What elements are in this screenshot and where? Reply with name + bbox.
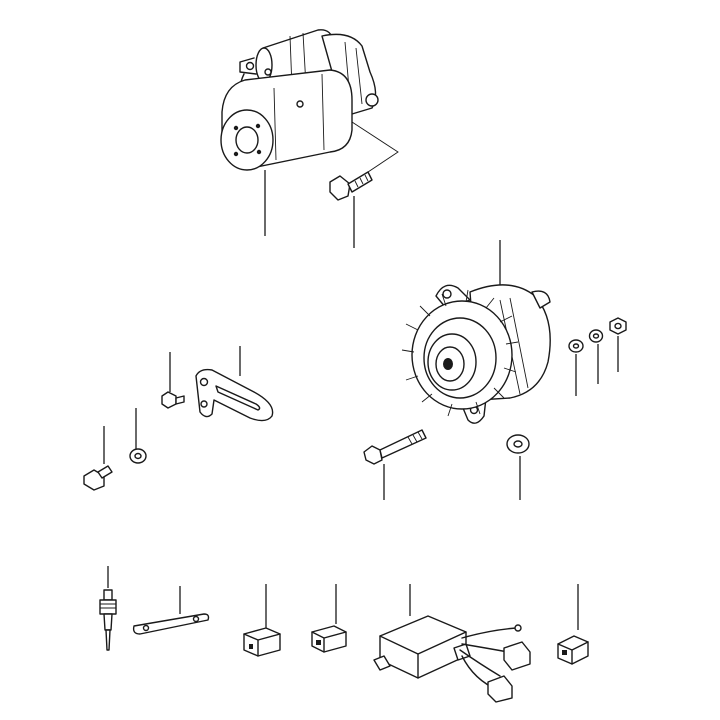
alternator-icon (401, 284, 551, 424)
starter-motor-icon (220, 29, 399, 181)
bracket-icon (195, 368, 274, 422)
washer-icon (506, 434, 530, 454)
glow-plug-icon (99, 589, 117, 651)
connector-icon (311, 625, 347, 653)
bolt-icon (363, 429, 427, 465)
connector-icon (557, 635, 589, 665)
controller-module-icon (373, 615, 531, 703)
lock-washer-icon (568, 339, 584, 353)
bolt-icon (329, 171, 373, 201)
bolt-icon (83, 465, 113, 491)
washer-icon (129, 448, 147, 464)
nut-icon (609, 317, 627, 335)
bolt-icon (161, 391, 185, 409)
spring-washer-icon (588, 329, 604, 343)
bus-bar-icon (132, 613, 210, 635)
connector-icon (243, 627, 281, 657)
